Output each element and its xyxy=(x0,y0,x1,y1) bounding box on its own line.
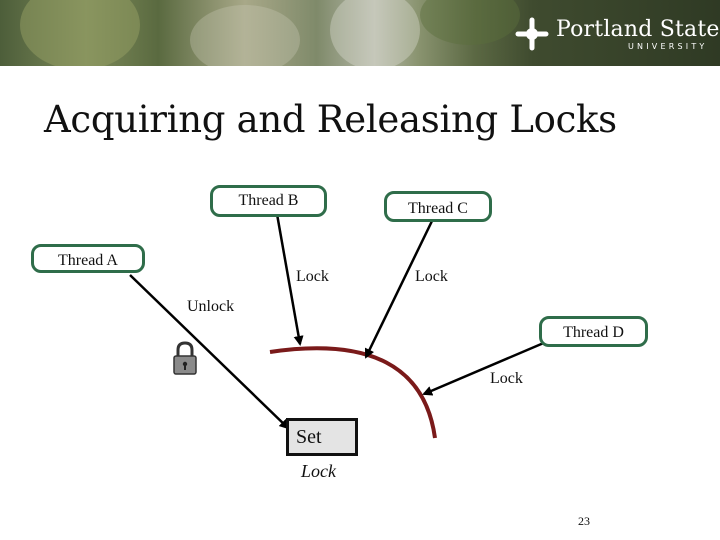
set-label: Set xyxy=(296,426,322,448)
thread-d-box: Thread D xyxy=(539,316,648,347)
padlock-icon xyxy=(173,341,197,375)
university-name: Portland State xyxy=(556,17,720,42)
arrow-thread-d-lock xyxy=(422,340,547,396)
thread-b-lock-label: Lock xyxy=(296,268,329,285)
set-lock-label: Lock xyxy=(301,461,336,481)
thread-b-box: Thread B xyxy=(210,185,327,217)
thread-d-lock-label: Lock xyxy=(490,370,523,387)
thread-a-box: Thread A xyxy=(31,244,145,273)
slide-title: Acquiring and Releasing Locks xyxy=(44,98,617,141)
arrow-thread-c-lock xyxy=(364,220,434,359)
arrow-thread-a-unlock xyxy=(129,274,290,430)
thread-c-label: Thread C xyxy=(408,200,468,217)
set-box: Set xyxy=(286,418,358,456)
set-boundary-wall xyxy=(269,346,437,439)
thread-b-label: Thread B xyxy=(238,192,299,209)
thread-c-box: Thread C xyxy=(384,191,492,222)
arrow-thread-b-lock xyxy=(275,213,304,346)
thread-c-lock-label: Lock xyxy=(415,268,448,285)
psu-logo-icon xyxy=(515,17,549,51)
university-subtitle: UNIVERSITY xyxy=(628,42,708,51)
header-banner: Portland State UNIVERSITY xyxy=(0,0,720,66)
thread-a-label: Thread A xyxy=(58,252,118,269)
page-number: 23 xyxy=(578,514,590,528)
thread-d-label: Thread D xyxy=(563,324,624,341)
thread-a-unlock-label: Unlock xyxy=(187,298,235,315)
